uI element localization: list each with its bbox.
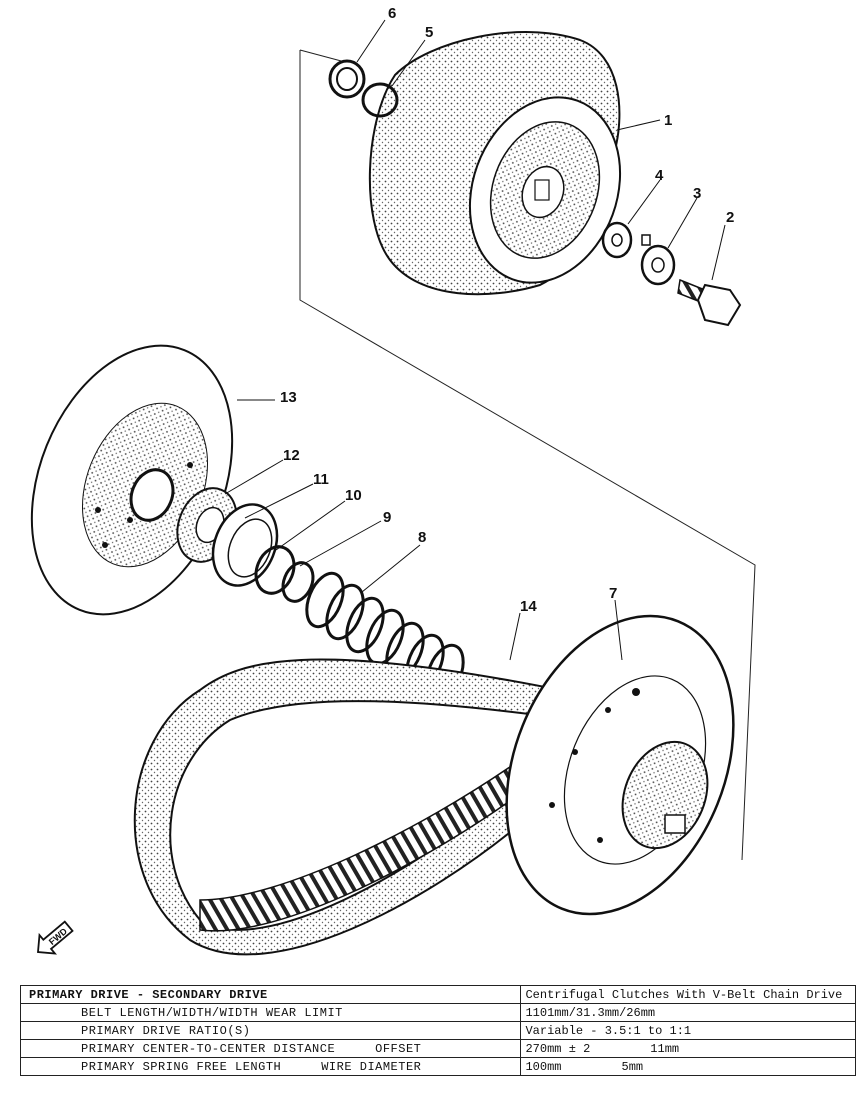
exploded-parts-diagram: 1 2 3 4 5 6 7 8 9 10 11 12 13 14 FWD bbox=[30, 5, 756, 956]
callout-3: 3 bbox=[693, 185, 701, 202]
part-6-seal bbox=[328, 59, 366, 99]
spec-table: PRIMARY DRIVE - SECONDARY DRIVE Centrifu… bbox=[19, 985, 856, 1076]
table-row: BELT LENGTH/WIDTH/WIDTH WEAR LIMIT 1101m… bbox=[19, 1003, 856, 1022]
callout-5: 5 bbox=[425, 24, 433, 41]
callout-10: 10 bbox=[345, 487, 362, 504]
callout-7: 7 bbox=[609, 585, 617, 602]
spec-row-value: 1101mm/31.3mm/26mm bbox=[520, 1003, 856, 1022]
part-7-secondary-sheave bbox=[505, 614, 735, 916]
callout-14: 14 bbox=[520, 598, 537, 615]
callout-4: 4 bbox=[655, 167, 664, 184]
part-2-bolt bbox=[677, 278, 742, 327]
spec-row-label: PRIMARY DRIVE RATIO(S) bbox=[19, 1021, 522, 1040]
callout-13: 13 bbox=[280, 389, 297, 406]
callout-2: 2 bbox=[726, 209, 734, 226]
callout-6: 6 bbox=[388, 5, 396, 22]
spec-row-value: Variable - 3.5:1 to 1:1 bbox=[520, 1021, 856, 1040]
spec-header-value: Centrifugal Clutches With V-Belt Chain D… bbox=[520, 985, 856, 1004]
callout-8: 8 bbox=[418, 529, 426, 546]
table-row: PRIMARY DRIVE RATIO(S) Variable - 3.5:1 … bbox=[19, 1021, 856, 1040]
spec-row-value: 270mm ± 2 11mm bbox=[520, 1039, 856, 1058]
spec-row-value: 100mm 5mm bbox=[520, 1057, 856, 1076]
spec-row-label-secondary: WIRE DIAMETER bbox=[321, 1059, 422, 1074]
spec-row-value-text: Variable - 3.5:1 to 1:1 bbox=[525, 1023, 692, 1038]
part-1-primary-clutch-housing bbox=[368, 31, 622, 296]
spec-row-label: BELT LENGTH/WIDTH/WIDTH WEAR LIMIT bbox=[19, 1003, 522, 1022]
spec-row-value-text: 1101mm/31.3mm/26mm bbox=[525, 1005, 656, 1020]
callout-labels: 1 2 3 4 5 6 7 8 9 10 11 12 13 14 bbox=[280, 5, 734, 615]
exploded-guide-line bbox=[299, 50, 756, 861]
spec-row-label: PRIMARY CENTER-TO-CENTER DISTANCE OFFSET bbox=[19, 1039, 522, 1058]
part-5-circlip bbox=[361, 82, 399, 118]
callout-9: 9 bbox=[383, 509, 391, 526]
exploded-guide-line-top bbox=[299, 49, 346, 63]
spec-row-value-text: 270mm ± 2 bbox=[525, 1041, 591, 1056]
spec-row-label-text: PRIMARY SPRING FREE LENGTH bbox=[81, 1059, 282, 1074]
spec-row-label-text: PRIMARY CENTER-TO-CENTER DISTANCE bbox=[81, 1041, 336, 1056]
spec-row-label-text: PRIMARY DRIVE RATIO(S) bbox=[81, 1023, 251, 1038]
fwd-arrow-icon: FWD bbox=[37, 920, 74, 955]
leader-lines bbox=[224, 19, 726, 661]
spec-table-header-row: PRIMARY DRIVE - SECONDARY DRIVE Centrifu… bbox=[19, 985, 856, 1004]
callout-12: 12 bbox=[283, 447, 300, 464]
part-10-ring bbox=[254, 545, 296, 595]
spec-row-value-text: 100mm bbox=[525, 1059, 562, 1074]
spec-row-label-text: BELT LENGTH/WIDTH/WIDTH WEAR LIMIT bbox=[81, 1005, 343, 1020]
spec-row-label: PRIMARY SPRING FREE LENGTH WIRE DIAMETER bbox=[19, 1057, 522, 1076]
part-3-lock-washer bbox=[640, 234, 676, 286]
callout-11: 11 bbox=[313, 471, 329, 488]
part-9-ring bbox=[281, 561, 315, 603]
spec-row-value-secondary: 5mm bbox=[621, 1059, 644, 1074]
part-4-washer bbox=[601, 221, 633, 259]
part-11-spring-cup bbox=[211, 503, 279, 587]
spec-row-label-secondary: OFFSET bbox=[375, 1041, 422, 1056]
callout-1: 1 bbox=[664, 112, 672, 129]
part-13-primary-sheave bbox=[30, 344, 234, 616]
spec-header-label: PRIMARY DRIVE - SECONDARY DRIVE bbox=[19, 985, 522, 1004]
spec-row-value-secondary: 11mm bbox=[650, 1041, 680, 1056]
